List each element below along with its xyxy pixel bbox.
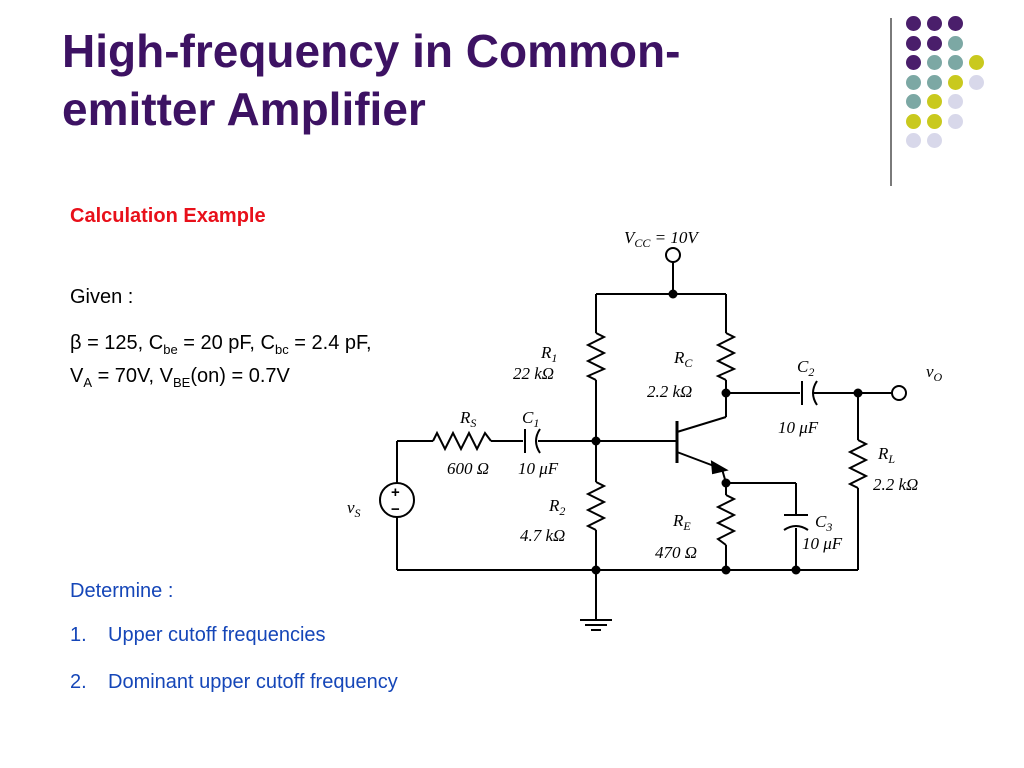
capacitor-c1 <box>524 428 541 454</box>
list-item: 2. Dominant upper cutoff frequency <box>70 671 398 718</box>
resistor-rc <box>715 332 737 381</box>
decorative-dot <box>906 133 921 148</box>
source-minus-sign: − <box>391 501 400 518</box>
list-item: 1. Upper cutoff frequencies <box>70 624 398 671</box>
decorative-dot <box>927 35 942 51</box>
decorative-dot <box>927 94 942 109</box>
cbe-subscript: be <box>163 342 178 357</box>
rs-label: RS <box>459 408 476 430</box>
vo-label: vO <box>926 362 943 384</box>
decorative-dot <box>927 113 942 129</box>
re-value: 470 Ω <box>655 543 697 562</box>
re-label: RE <box>672 511 691 533</box>
rc-label: RC <box>673 348 693 370</box>
r2-label: R2 <box>548 496 565 518</box>
beta-symbol: β <box>70 332 82 354</box>
section-heading: Calculation Example <box>70 205 266 227</box>
determine-list: 1. Upper cutoff frequencies 2. Dominant up… <box>70 624 398 718</box>
rl-label: RL <box>877 444 895 466</box>
decorative-dot <box>948 113 963 129</box>
title-divider-line <box>890 18 892 186</box>
decorative-dot <box>906 94 921 109</box>
vo-terminal <box>891 385 907 401</box>
capacitor-c2 <box>801 380 818 406</box>
capacitor-c3 <box>783 514 809 531</box>
decorative-dot <box>906 74 921 90</box>
slide-title: High-frequency in Common- emitter Amplif… <box>62 22 862 138</box>
c1-value: 10 μF <box>518 459 559 478</box>
r1-value: 22 kΩ <box>513 364 554 383</box>
decorative-dot <box>906 55 921 70</box>
decorative-dot <box>906 16 921 31</box>
decorative-dot <box>969 74 984 90</box>
decorative-dot <box>969 55 984 70</box>
r1-label: R1 <box>540 343 557 365</box>
decorative-dot <box>927 133 942 148</box>
cbc-value: = 2.4 pF, <box>288 332 372 354</box>
resistor-rs <box>432 430 492 452</box>
param-line-2: VA = 70V, VBE(on) = 0.7V <box>70 363 372 396</box>
decorative-dot <box>948 55 963 70</box>
param-line-1: β = 125, Cbe = 20 pF, Cbc = 2.4 pF, <box>70 330 372 363</box>
npn-transistor <box>675 416 729 484</box>
given-parameters: β = 125, Cbe = 20 pF, Cbc = 2.4 pF, VA =… <box>70 330 372 396</box>
rl-value: 2.2 kΩ <box>873 475 918 494</box>
decorative-dot <box>906 113 921 129</box>
decorative-dot <box>948 35 963 51</box>
c1-label: C1 <box>522 408 539 430</box>
list-number: 2. <box>70 671 87 693</box>
resistor-re <box>715 494 737 546</box>
decorative-dot <box>927 74 942 90</box>
determine-label: Determine : <box>70 580 174 602</box>
vcc-terminal <box>665 247 681 263</box>
decorative-dot <box>948 74 963 90</box>
resistor-rl <box>847 439 869 489</box>
junction-dots <box>591 289 863 575</box>
slide-title-line-2: emitter Amplifier <box>62 83 426 135</box>
vbe-value: (on) = 0.7V <box>190 365 290 387</box>
r2-value: 4.7 kΩ <box>520 526 565 545</box>
beta-value: = 125, C <box>81 332 164 354</box>
va-value: = 70V, V <box>92 365 174 387</box>
slide-title-line-1: High-frequency in Common- <box>62 25 681 77</box>
list-number: 1. <box>70 624 87 646</box>
decorative-dot <box>948 16 963 31</box>
c2-label: C2 <box>797 357 814 379</box>
vs-label: vS <box>347 498 361 520</box>
vcc-label: VCC = 10V <box>624 228 700 250</box>
rc-value: 2.2 kΩ <box>647 382 692 401</box>
resistor-r1 <box>585 332 607 381</box>
decorative-dot <box>948 94 963 109</box>
vbe-subscript: BE <box>173 375 191 390</box>
c2-value: 10 μF <box>778 418 819 437</box>
circuit-labels: VCC = 10V vO vS R1 22 kΩ RC 2.2 kΩ C2 10… <box>347 228 943 562</box>
c3-label: C3 <box>815 512 832 534</box>
decorative-dot <box>927 55 942 70</box>
source-plus-sign: + <box>391 484 400 501</box>
resistor-r2 <box>585 481 607 531</box>
decorative-dot <box>906 35 921 51</box>
cbe-value: = 20 pF, C <box>177 332 275 354</box>
cbc-subscript: bc <box>274 342 289 357</box>
rs-value: 600 Ω <box>447 459 489 478</box>
given-label: Given : <box>70 286 134 308</box>
list-text: Upper cutoff frequencies <box>108 624 326 646</box>
circuit-wires <box>396 262 892 631</box>
va-subscript: A <box>83 375 93 390</box>
voltage-source <box>379 482 415 518</box>
list-text: Dominant upper cutoff frequency <box>108 671 398 693</box>
decorative-dot <box>927 16 942 31</box>
va-symbol: V <box>70 365 84 387</box>
c3-value: 10 μF <box>802 534 843 553</box>
